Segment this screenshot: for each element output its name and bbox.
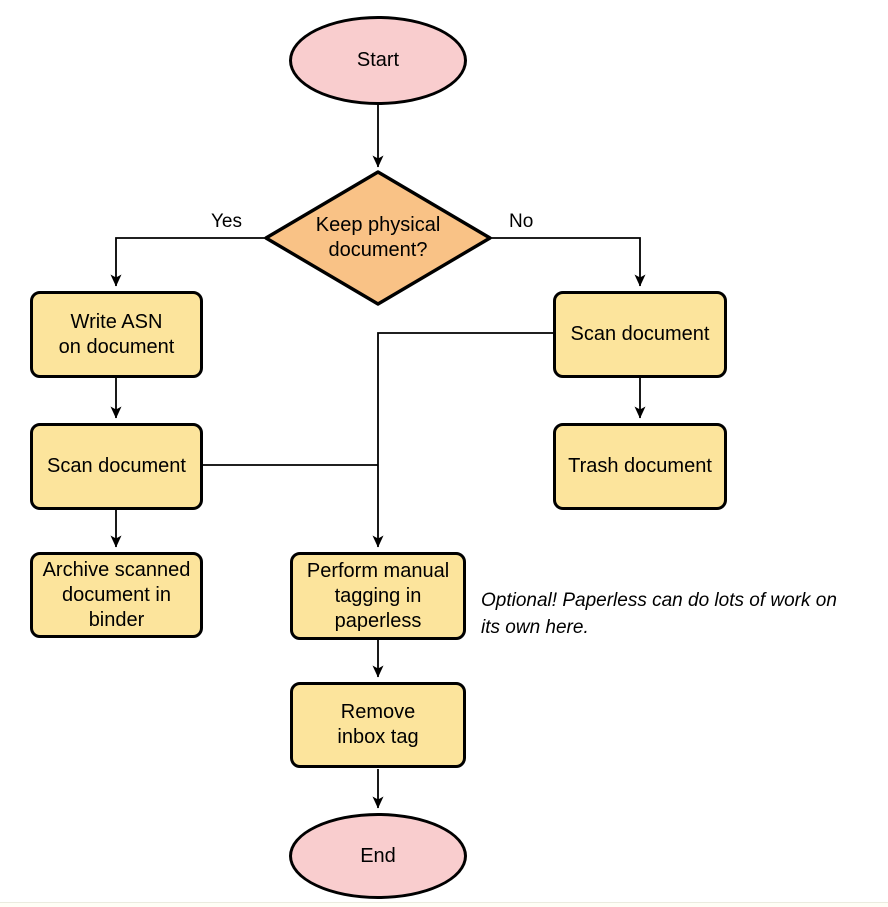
manual-tagging-node-label: Perform manual tagging in paperless — [306, 559, 450, 632]
end-node: End — [289, 813, 467, 899]
write-asn-node-label: Write ASN on document — [58, 310, 175, 358]
page-bottom-edge — [0, 902, 888, 907]
scan-document-right-label: Scan document — [570, 323, 710, 345]
remove-inbox-tag-label: Remove inbox tag — [337, 701, 419, 748]
scan-document-left-label: Scan document — [47, 455, 186, 477]
trash-document-node: Trash document — [553, 423, 727, 510]
decision-diamond-shape — [264, 170, 492, 306]
archive-node-label: Archive scanned document in binder — [42, 558, 191, 631]
scan-document-right-node: Scan document — [553, 291, 727, 378]
scan-document-left-node: Scan document — [30, 423, 203, 510]
manual-tagging-node: Perform manual tagging in paperless — [290, 552, 466, 640]
edge-decision-yes — [110, 237, 266, 287]
optional-annotation: Optional! Paperless can do lots of work … — [481, 590, 837, 638]
decision-node-label: Keep physical document? — [315, 214, 441, 261]
archive-node: Archive scanned document in binder — [30, 552, 203, 638]
start-node: Start — [289, 16, 467, 105]
edge-label-no: No — [509, 211, 534, 232]
trash-document-node-label: Trash document — [568, 455, 712, 477]
write-asn-node: Write ASN on document — [30, 291, 203, 378]
end-node-label: End — [360, 844, 396, 867]
start-node-label: Start — [356, 49, 400, 71]
edge-decision-no — [490, 237, 646, 287]
edge-scanright-to-tagging — [372, 332, 553, 548]
edge-label-yes: Yes — [211, 211, 242, 232]
remove-inbox-tag-node: Remove inbox tag — [290, 682, 466, 768]
